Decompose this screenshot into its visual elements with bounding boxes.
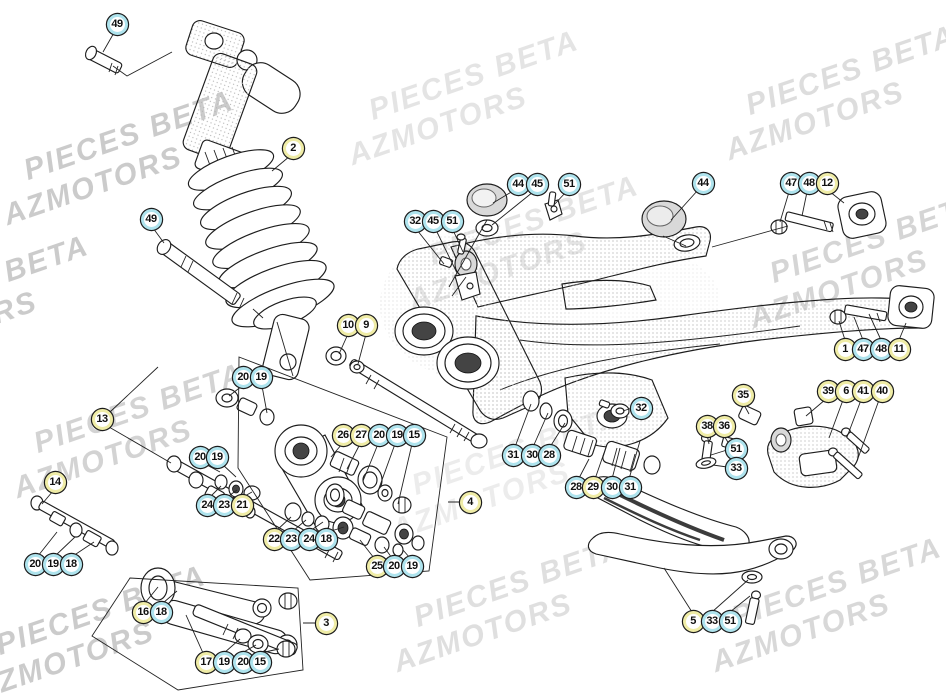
callout-11: 11 [888, 338, 910, 360]
callout-20: 20 [368, 424, 390, 446]
callout-2: 2 [282, 137, 304, 159]
callout-5: 5 [682, 610, 704, 632]
callout-32: 32 [630, 397, 652, 419]
callout-19: 19 [213, 651, 235, 673]
callout-13: 13 [91, 408, 113, 430]
callout-4: 4 [459, 491, 481, 513]
callout-29: 29 [582, 476, 604, 498]
shock-mount-bolts [84, 45, 245, 310]
callout-19: 19 [401, 555, 423, 577]
callout-44: 44 [692, 172, 714, 194]
leader-lines [37, 30, 907, 654]
swingarm [394, 226, 921, 448]
callout-31: 31 [502, 444, 524, 466]
callout-18: 18 [315, 528, 337, 550]
shock-absorber [182, 20, 335, 381]
callout-45: 45 [422, 210, 444, 232]
callout-33: 33 [701, 610, 723, 632]
callout-51: 51 [719, 610, 741, 632]
callout-51: 51 [725, 438, 747, 460]
callout-41: 41 [852, 380, 874, 402]
callout-51: 51 [441, 210, 463, 232]
callout-35: 35 [732, 384, 754, 406]
callout-31: 31 [619, 476, 641, 498]
callout-26: 26 [332, 424, 354, 446]
callout-51: 51 [558, 173, 580, 195]
callout-15: 15 [249, 651, 271, 673]
callout-33: 33 [725, 457, 747, 479]
callout-49: 49 [140, 208, 162, 230]
callout-36: 36 [713, 415, 735, 437]
callout-9: 9 [355, 314, 377, 336]
callout-44: 44 [507, 173, 529, 195]
chain-slider [587, 476, 797, 625]
callout-19: 19 [250, 366, 272, 388]
chain-adjuster-hardware [770, 191, 935, 329]
callout-40: 40 [871, 380, 893, 402]
callout-45: 45 [526, 173, 548, 195]
callout-3: 3 [315, 612, 337, 634]
pivot-axle-and-hardware [325, 346, 661, 475]
callout-12: 12 [816, 172, 838, 194]
callout-49: 49 [106, 13, 128, 35]
callout-14: 14 [44, 471, 66, 493]
callout-15: 15 [403, 424, 425, 446]
chain-guide-assembly [695, 405, 870, 488]
callout-28: 28 [538, 444, 560, 466]
caps-and-chain-roller [438, 183, 687, 301]
callout-17: 17 [195, 651, 217, 673]
callout-19: 19 [206, 446, 228, 468]
callout-18: 18 [150, 601, 172, 623]
callout-18: 18 [60, 553, 82, 575]
callout-21: 21 [231, 494, 253, 516]
